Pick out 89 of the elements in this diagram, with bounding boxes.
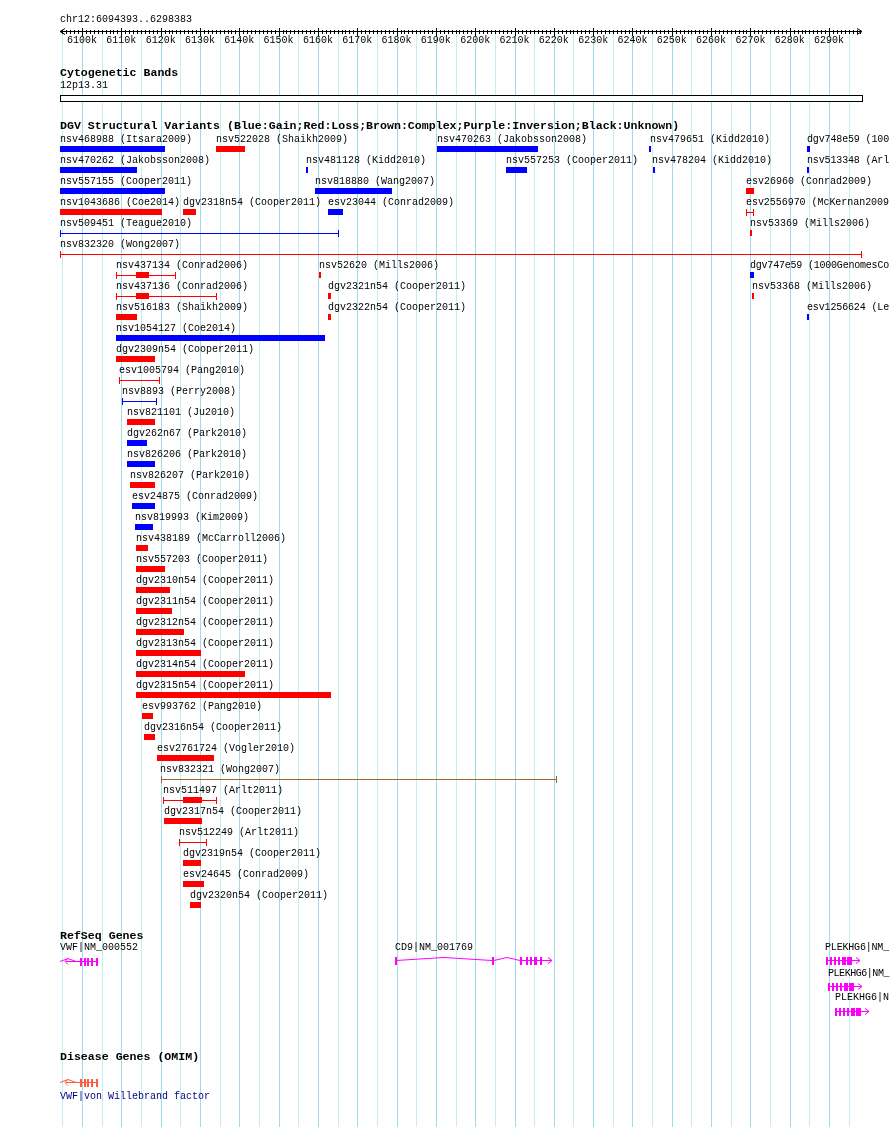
disease-gene-label: VWF|von Willebrand factor — [60, 1091, 211, 1103]
variant-label: esv1005794 (Pang2010) — [119, 365, 246, 377]
variant-label: esv993762 (Pang2010) — [142, 701, 263, 713]
variant-label: nsv557203 (Cooper2011) — [136, 554, 269, 566]
variant-label: nsv826207 (Park2010) — [130, 470, 251, 482]
axis-tick-label: 6140k — [224, 35, 255, 47]
variant-label: nsv470263 (Jakobsson2008) — [437, 134, 588, 146]
band-label: 12p13.31 — [60, 80, 108, 92]
variant-label: nsv1054127 (Coe2014) — [116, 323, 237, 335]
gene-label: CD9|NM_001769 — [395, 942, 473, 954]
variant-label: nsv832321 (Wong2007) — [160, 764, 281, 776]
variant-label: nsv53369 (Mills2006) — [750, 218, 871, 230]
variant-label: nsv821101 (Ju2010) — [127, 407, 236, 419]
axis-tick-label: 6150k — [263, 35, 294, 47]
variant-label: nsv1043686 (Coe2014) — [60, 197, 181, 209]
variant-label: dgv2319n54 (Cooper2011) — [183, 848, 322, 860]
variant-label: nsv513348 (Arl — [807, 155, 889, 167]
variant-label: esv1256624 (Le — [807, 302, 889, 314]
axis-tick-label: 6100k — [67, 35, 98, 47]
axis-tick-label: 6130k — [185, 35, 215, 47]
variant-label: esv2556970 (McKernan2009 — [746, 197, 889, 209]
axis-tick-label: 6230k — [578, 35, 609, 47]
variant-label: nsv516183 (Shaikh2009) — [116, 302, 249, 314]
track-heading: RefSeq Genes — [60, 930, 144, 942]
variant-label: dgv2314n54 (Cooper2011) — [136, 659, 275, 671]
variant-label: nsv53368 (Mills2006) — [752, 281, 873, 293]
gene-label: PLEKHG6|N — [835, 992, 889, 1004]
variant-label: dgv2312n54 (Cooper2011) — [136, 617, 275, 629]
axis-tick-label: 6280k — [774, 35, 805, 47]
variant-label: dgv2309n54 (Cooper2011) — [116, 344, 255, 356]
axis-tick-label: 6160k — [302, 35, 333, 47]
variant-label: esv2761724 (Vogler2010) — [157, 743, 296, 755]
variant-label: dgv2310n54 (Cooper2011) — [136, 575, 275, 587]
coordinate-label: chr12:6094393..6298383 — [60, 14, 193, 26]
variant-label: dgv2316n54 (Cooper2011) — [144, 722, 283, 734]
variant-label: nsv557253 (Cooper2011) — [506, 155, 639, 167]
axis-tick-label: 6120k — [145, 35, 176, 47]
variant-label: nsv52620 (Mills2006) — [319, 260, 440, 272]
gene-label: PLEKHG6|NM_ — [825, 942, 889, 954]
variant-label: dgv2321n54 (Cooper2011) — [328, 281, 467, 293]
variant-label: nsv818880 (Wang2007) — [315, 176, 436, 188]
axis-tick-label: 6240k — [617, 35, 648, 47]
variant-label: nsv437134 (Conrad2006) — [116, 260, 249, 272]
variant-label: dgv2322n54 (Cooper2011) — [328, 302, 467, 314]
variant-label: esv26960 (Conrad2009) — [746, 176, 873, 188]
variant-label: nsv8893 (Perry2008) — [122, 386, 237, 398]
variant-label: dgv2315n54 (Cooper2011) — [136, 680, 275, 692]
variant-label: dgv748e59 (100 — [807, 134, 889, 146]
track-heading: DGV Structural Variants (Blue:Gain;Red:Loss;Brown:Complex;Purple:Inversion;Black:Unknown) — [60, 120, 680, 132]
variant-label: nsv522028 (Shaikh2009) — [216, 134, 349, 146]
variant-label: dgv2311n54 (Cooper2011) — [136, 596, 275, 608]
axis-tick-label: 6190k — [420, 35, 451, 47]
variant-label: nsv819993 (Kim2009) — [135, 512, 250, 524]
variant-label: nsv481128 (Kidd2010) — [306, 155, 427, 167]
axis-tick-label: 6170k — [342, 35, 373, 47]
variant-label: esv24875 (Conrad2009) — [132, 491, 259, 503]
variant-label: nsv438189 (McCarroll2006) — [136, 533, 287, 545]
variant-label: esv24645 (Conrad2009) — [183, 869, 310, 881]
track-heading: Disease Genes (OMIM) — [60, 1051, 200, 1063]
variant-label: nsv437136 (Conrad2006) — [116, 281, 249, 293]
variant-label: nsv479651 (Kidd2010) — [650, 134, 771, 146]
variant-label: nsv826206 (Park2010) — [127, 449, 248, 461]
axis-tick-label: 6270k — [735, 35, 766, 47]
variant-label: esv23044 (Conrad2009) — [328, 197, 455, 209]
variant-label: dgv2317n54 (Cooper2011) — [164, 806, 303, 818]
track-heading: Cytogenetic Bands — [60, 67, 179, 79]
variant-label: nsv832320 (Wong2007) — [60, 239, 181, 251]
variant-label: nsv468988 (Itsara2009) — [60, 134, 193, 146]
variant-label: nsv509451 (Teague2010) — [60, 218, 193, 230]
axis-tick-label: 6180k — [381, 35, 412, 47]
variant-label: dgv747e59 (1000GenomesCo — [750, 260, 889, 272]
gene-label: PLEKHG6|NM_ — [828, 968, 889, 980]
axis-tick-label: 6220k — [538, 35, 569, 47]
variant-label: dgv262n67 (Park2010) — [127, 428, 248, 440]
variant-label: nsv512249 (Arlt2011) — [179, 827, 300, 839]
axis-tick-label: 6250k — [656, 35, 687, 47]
axis-tick-label: 6260k — [696, 35, 727, 47]
axis-tick-label: 6200k — [460, 35, 491, 47]
gene-label: VWF|NM_000552 — [60, 942, 138, 954]
axis-tick-label: 6290k — [814, 35, 845, 47]
variant-label: dgv2320n54 (Cooper2011) — [190, 890, 329, 902]
axis-tick-label: 6210k — [499, 35, 530, 47]
variant-label: nsv470262 (Jakobsson2008) — [60, 155, 211, 167]
variant-label: dgv2313n54 (Cooper2011) — [136, 638, 275, 650]
axis-tick-label: 6110k — [106, 35, 137, 47]
variant-label: dgv2318n54 (Cooper2011) — [183, 197, 322, 209]
variant-label: nsv557155 (Cooper2011) — [60, 176, 193, 188]
variant-label: nsv511497 (Arlt2011) — [163, 785, 284, 797]
variant-label: nsv478204 (Kidd2010) — [652, 155, 773, 167]
